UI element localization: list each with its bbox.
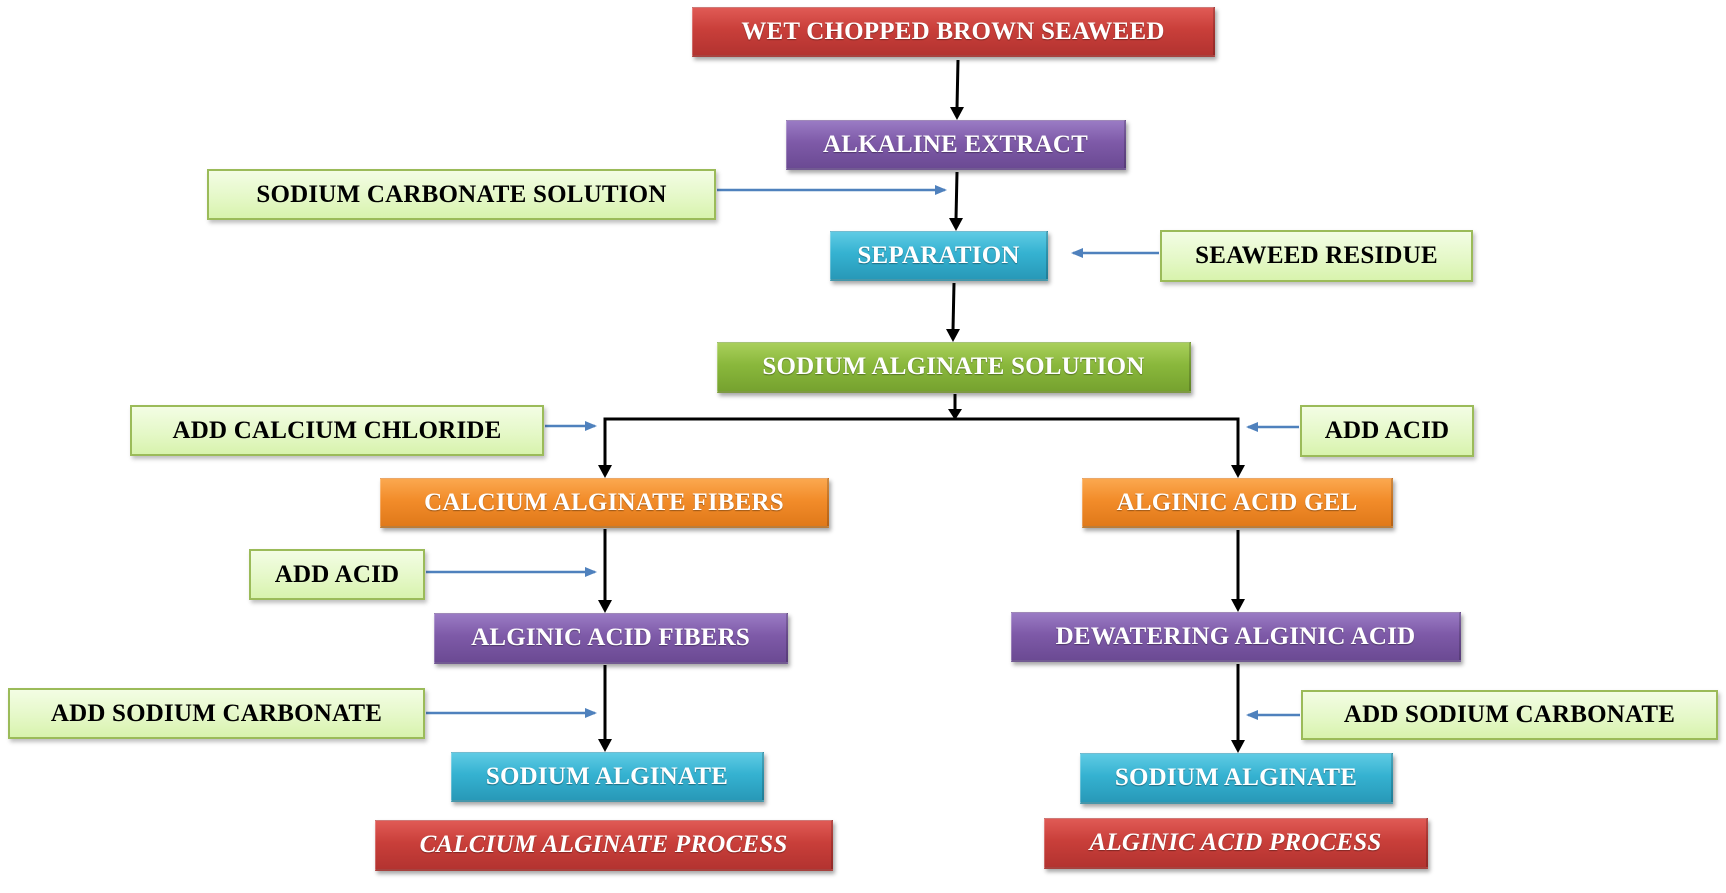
- input-sodium-carbonate-solution: SODIUM CARBONATE SOLUTION: [207, 169, 716, 220]
- node-separation: SEPARATION: [830, 231, 1048, 281]
- node-sodium-alginate-right: SODIUM ALGINATE: [1080, 753, 1393, 804]
- node-alginic-acid-gel: ALGINIC ACID GEL: [1082, 478, 1393, 528]
- arrowhead: [948, 409, 962, 420]
- input-add-sodium-carbonate-left: ADD SODIUM CARBONATE: [8, 688, 425, 739]
- output-seaweed-residue: SEAWEED RESIDUE: [1160, 230, 1473, 282]
- node-dewatering-alginic-acid: DEWATERING ALGINIC ACID: [1011, 612, 1461, 662]
- node-sodium-alginate-solution: SODIUM ALGINATE SOLUTION: [717, 342, 1191, 393]
- node-calcium-alginate-fibers: CALCIUM ALGINATE FIBERS: [380, 478, 829, 528]
- input-add-sodium-carbonate-right: ADD SODIUM CARBONATE: [1301, 690, 1718, 740]
- arrowhead: [949, 218, 963, 231]
- node-alginic-acid-fibers: ALGINIC ACID FIBERS: [434, 613, 788, 664]
- arrowhead: [1231, 465, 1245, 478]
- arrowhead: [598, 465, 612, 478]
- branch-line: [603, 417, 1240, 466]
- node-sodium-alginate-left: SODIUM ALGINATE: [451, 752, 764, 802]
- node-alkaline-extract: ALKALINE EXTRACT: [786, 120, 1126, 170]
- node-wet-chopped-brown-seaweed: WET CHOPPED BROWN SEAWEED: [692, 7, 1215, 57]
- arrow-alkaline-to-separation: [954, 171, 959, 220]
- arrowhead: [598, 600, 612, 613]
- arrow-start-to-alkaline: [955, 59, 960, 109]
- label-alginic-acid-process: ALGINIC ACID PROCESS: [1044, 818, 1428, 869]
- input-add-acid-right: ADD ACID: [1300, 405, 1474, 457]
- input-add-acid-left: ADD ACID: [249, 549, 425, 600]
- arrowhead: [950, 107, 964, 120]
- arrowhead: [1231, 599, 1245, 612]
- input-add-calcium-chloride: ADD CALCIUM CHLORIDE: [130, 405, 544, 456]
- arrow-separation-to-solution: [951, 282, 956, 331]
- arrowhead: [598, 739, 612, 752]
- arrowhead: [946, 329, 960, 342]
- arrowhead: [1231, 740, 1245, 753]
- label-calcium-alginate-process: CALCIUM ALGINATE PROCESS: [375, 820, 833, 871]
